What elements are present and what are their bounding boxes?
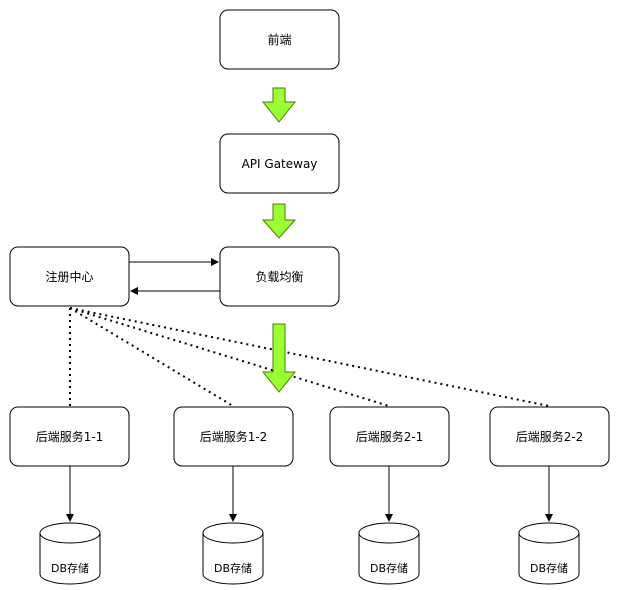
registry-label: 注册中心 [45,269,93,284]
gateway-box: API Gateway [219,133,340,194]
frontend-box: 前端 [219,9,340,70]
service-box-3: 后端服务2-1 [329,406,450,467]
service-label-3: 后端服务2-1 [356,429,424,444]
flow-arrow-gateway-lb [261,203,297,239]
gateway-label: API Gateway [242,157,318,171]
service-box-4: 后端服务2-2 [489,406,610,467]
registry-box: 注册中心 [9,246,130,307]
database-2: DB存储 [202,522,264,585]
load-balancer-box: 负载均衡 [219,246,340,307]
service-box-1: 后端服务1-1 [9,406,130,467]
frontend-label: 前端 [267,32,291,47]
dotted-registry-service-3 [69,307,390,407]
database-1: DB存储 [39,522,101,585]
database-label-2: DB存储 [214,561,252,575]
flow-arrow-frontend-gateway [261,87,297,123]
database-4: DB存储 [518,522,580,585]
service-label-2: 后端服务1-2 [200,429,268,444]
load-balancer-label: 负载均衡 [255,270,303,284]
service-label-1: 后端服务1-1 [36,429,104,444]
database-3: DB存储 [358,522,420,585]
flow-arrow-lb-services [261,323,297,393]
dotted-registry-service-4 [69,307,550,407]
database-label-1: DB存储 [51,561,89,575]
database-label-3: DB存储 [370,561,408,575]
dotted-registry-service-2 [69,307,234,407]
database-label-4: DB存储 [530,561,568,575]
service-box-2: 后端服务1-2 [173,406,294,467]
service-label-4: 后端服务2-2 [516,429,584,444]
